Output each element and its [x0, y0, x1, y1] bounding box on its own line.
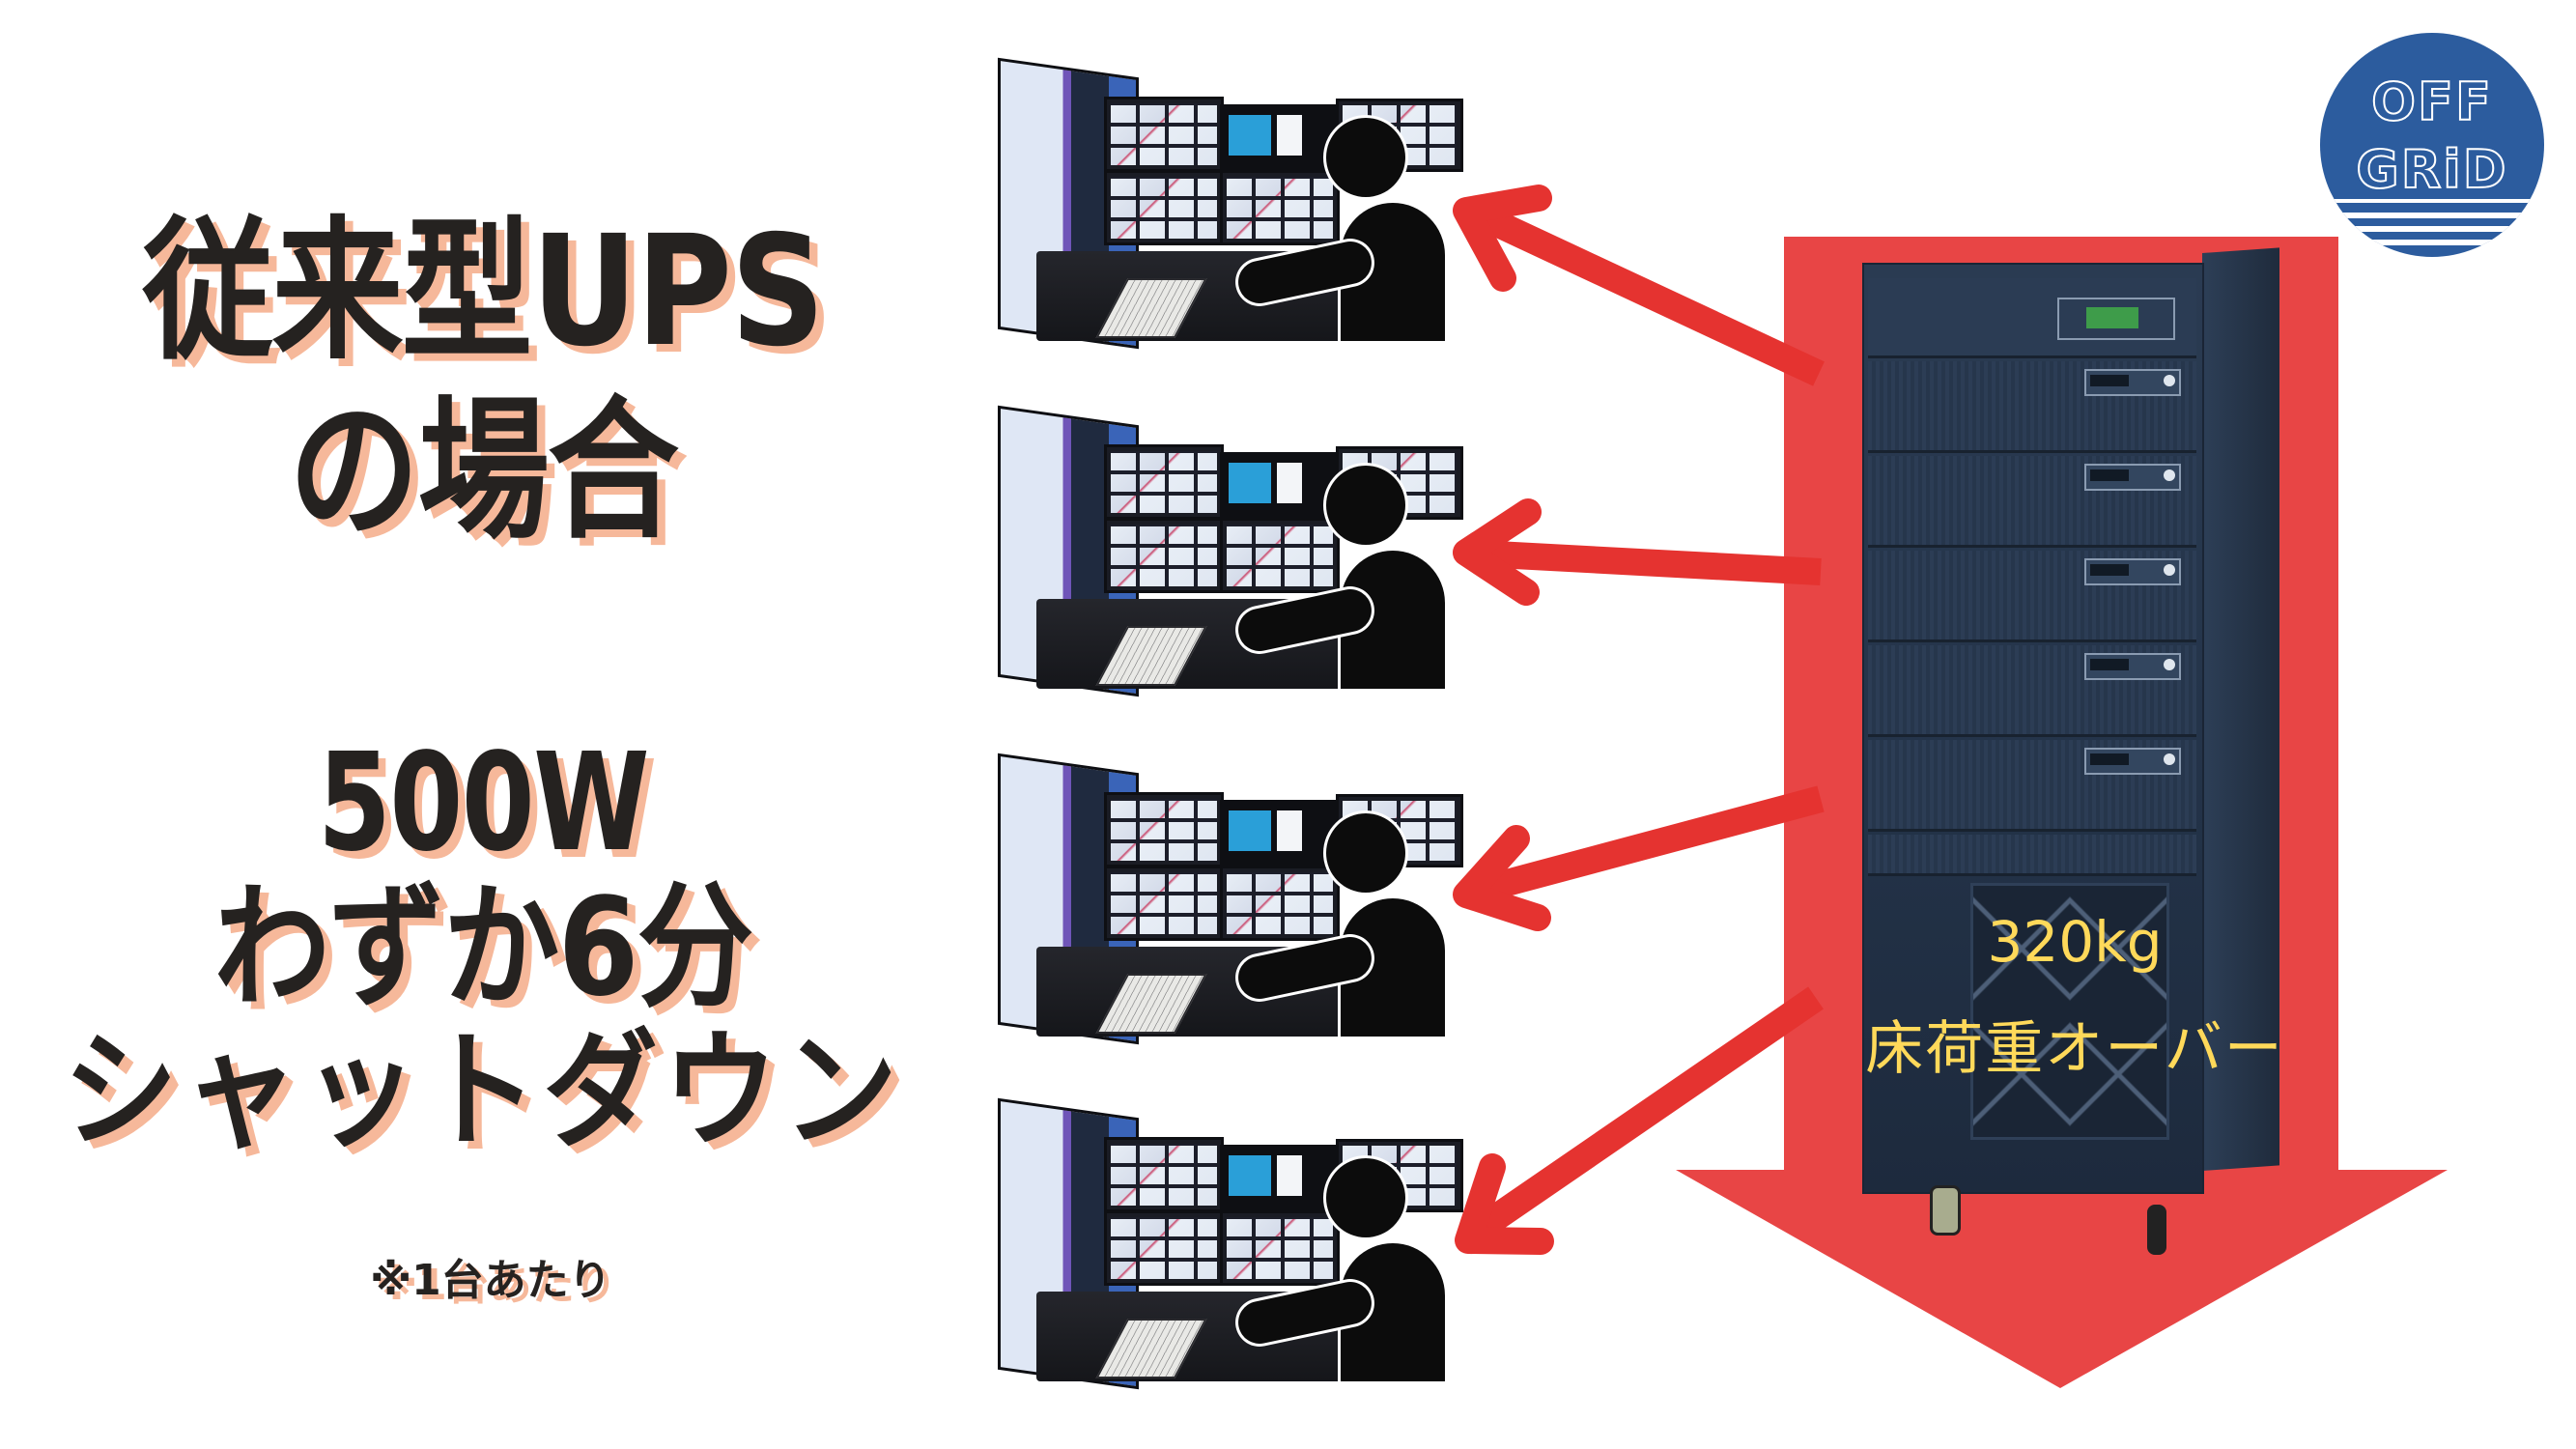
lcd-frame	[2057, 298, 2175, 340]
headline-line-2: の場合	[288, 383, 679, 560]
cabinet-weight: 320kg	[1987, 909, 2163, 975]
workstation-4	[998, 1097, 1463, 1390]
connector-arrow-2	[1453, 498, 1822, 606]
monitor-icon	[1220, 1145, 1340, 1212]
ups-module	[1868, 551, 2196, 642]
logo-text-grid: GRiD	[2355, 139, 2508, 200]
connector-arrow-4	[1455, 986, 1824, 1255]
monitor-icon	[1104, 1210, 1224, 1286]
ups-module	[1868, 835, 2196, 876]
ups-module	[1868, 645, 2196, 737]
runtime-text: わずか6分	[213, 869, 754, 1027]
monitor-icon	[1104, 866, 1224, 941]
cabinet-front	[1862, 263, 2204, 1194]
workstation-1	[998, 57, 1463, 350]
offgrid-logo: OFF GRiD	[2320, 33, 2544, 257]
ups-module	[1868, 361, 2196, 453]
workstation-3	[998, 753, 1463, 1045]
person-head-icon	[1326, 813, 1405, 893]
person-head-icon	[1326, 118, 1405, 197]
monitor-icon	[1220, 170, 1340, 245]
headline-line-1: 従来型UPS	[142, 203, 825, 381]
monitor-icon	[1220, 452, 1340, 520]
connector-arrow-3	[1453, 785, 1825, 931]
ups-cabinet	[1862, 247, 2279, 1255]
power-rating: 500W	[317, 724, 650, 882]
fan-grille-icon	[1970, 883, 2169, 1140]
monitor-icon	[1220, 866, 1340, 941]
monitor-icon	[1104, 1137, 1224, 1212]
caster-wheel-icon	[1930, 1185, 1961, 1236]
monitor-icon	[1104, 97, 1224, 172]
floor-load-warning: 床荷重オーバー	[1865, 1015, 2284, 1083]
logo-stripe	[2320, 199, 2544, 203]
monitor-icon	[1104, 444, 1224, 520]
logo-text-off: OFF	[2370, 71, 2493, 132]
logo-stripe	[2339, 213, 2523, 218]
logo-stripe	[2349, 226, 2513, 232]
workstation-2	[998, 405, 1463, 697]
caster-wheel-icon	[2147, 1205, 2166, 1255]
lcd-display-icon	[2086, 307, 2138, 328]
ups-module	[1868, 740, 2196, 832]
per-unit-note: ※1台あたり	[370, 1256, 611, 1305]
monitor-icon	[1220, 1210, 1340, 1286]
ups-module	[1868, 456, 2196, 548]
logo-stripe	[2368, 240, 2494, 245]
cabinet-control-panel	[1868, 278, 2196, 358]
monitor-icon	[1220, 518, 1340, 593]
monitor-icon	[1104, 518, 1224, 593]
person-head-icon	[1326, 466, 1405, 545]
connector-arrow-1	[1453, 185, 1825, 386]
person-head-icon	[1326, 1158, 1405, 1237]
shutdown-text: シャットダウン	[63, 1017, 903, 1166]
